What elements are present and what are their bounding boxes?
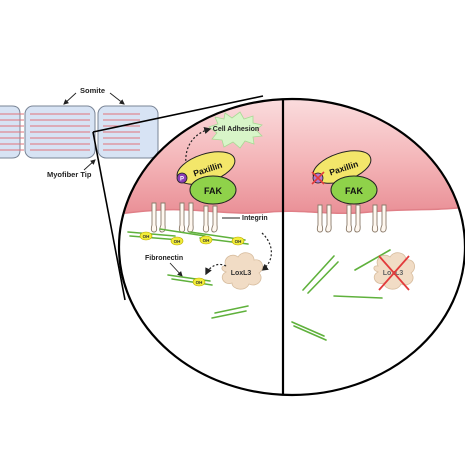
fibronectin-fiber [214,305,249,314]
fibronectin-fibers [291,249,391,341]
integrin [345,204,353,233]
phospho-inhibited [311,171,325,185]
somite-strip: Somite Myofiber Tip [0,86,159,179]
myofiber-tip-arrow [83,159,96,171]
phospho-label: P [180,177,184,183]
integrin-group [316,204,387,233]
oh-badge: OH [199,235,213,245]
integrin [202,205,210,233]
fak-label: FAK [345,186,364,196]
oh-label: OH [143,234,150,239]
fak-protein: FAK [189,175,237,205]
right-panel: Paxillin FAK [291,150,416,341]
loxl3-absent: LoxL3 [373,252,416,291]
integrin-group [150,202,218,233]
integrin [159,202,166,233]
fak-label: FAK [204,186,223,196]
fibronectin-fiber [211,310,247,319]
somite-label: Somite [80,86,105,95]
zoom-line-bottom [92,131,126,301]
integrin [371,204,379,233]
loxl3-enzyme: LoxL3 [221,252,264,290]
fibronectin-label: Fibronectin [145,255,183,262]
oh-badge: OH [231,236,245,246]
fibronectin-pointer [169,262,183,277]
zoom-line-top [92,95,264,133]
cell-adhesion-burst: Cell Adhesion [208,111,263,149]
integrin-label: Integrin [242,215,268,222]
fibronectin-fiber [302,255,335,291]
loxl3-label: LoxL3 [231,270,252,277]
phospho-group: P [176,172,188,184]
loxl3-feedback-arrow [260,232,272,271]
integrin [211,205,218,233]
integrin [325,204,332,233]
oh-label: OH [235,239,242,244]
left-panel: Cell Adhesion Paxillin P FAK Integrin [127,111,272,319]
integrin [380,204,387,233]
oh-label: OH [174,239,181,244]
myofiber-striations [0,113,140,151]
oh-badge: OH [192,277,206,287]
oh-badge: OH [170,236,184,246]
fibronectin-fiber [291,321,325,337]
oh-label: OH [203,238,210,243]
fibronectin-fiber [293,325,327,341]
adhesion-signal-arrow [185,127,212,166]
oh-label: OH [196,280,203,285]
integrin [316,204,324,233]
myofiber-tip-label: Myofiber Tip [47,170,92,179]
somite-arrow-left [63,92,77,105]
integrin [150,202,158,233]
somite-arrow-right [109,92,125,105]
inhibit-cross [378,255,410,291]
fibronectin-fiber [171,278,213,286]
fibronectin-fiber [307,261,339,294]
fak-protein: FAK [330,175,378,205]
paxillin-protein: Paxillin [176,151,236,185]
integrin [354,204,361,233]
integrin [178,202,186,233]
cell-adhesion-label: Cell Adhesion [213,126,259,133]
fibronectin-fiber [354,249,391,271]
fibronectin-fiber [159,228,206,237]
oh-badge: OH [139,231,153,241]
loxl3-action-arrow [205,263,227,276]
fibronectin-fiber [333,295,383,299]
